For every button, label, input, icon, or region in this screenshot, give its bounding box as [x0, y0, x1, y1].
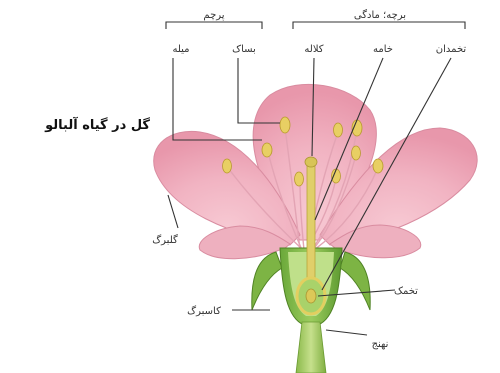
stigma-label: کلاله	[304, 44, 323, 55]
sepal-label: کاسبرگ	[187, 304, 221, 317]
pistil-group-label: برچه؛ مادگی	[354, 9, 406, 21]
petal-label: گلبرگ	[152, 233, 178, 246]
filament-leader	[173, 58, 262, 140]
group-brackets	[166, 22, 465, 29]
sepal-right	[340, 252, 370, 310]
anther-label: بساک	[232, 44, 256, 55]
pistil-stigma	[305, 157, 317, 167]
pistil-style	[307, 166, 315, 278]
ovule-label: تخمک	[394, 286, 418, 297]
style-label: خامه	[373, 44, 393, 55]
filament-label: میله	[172, 44, 189, 55]
receptacle-leader	[326, 330, 367, 335]
ovule	[306, 289, 316, 303]
stem	[296, 322, 326, 373]
stamen-group-label: پرچم	[203, 10, 224, 21]
receptacle-label: نهنج	[372, 339, 389, 350]
sepal-left	[252, 252, 282, 310]
ovary-label: تخمدان	[436, 44, 467, 55]
